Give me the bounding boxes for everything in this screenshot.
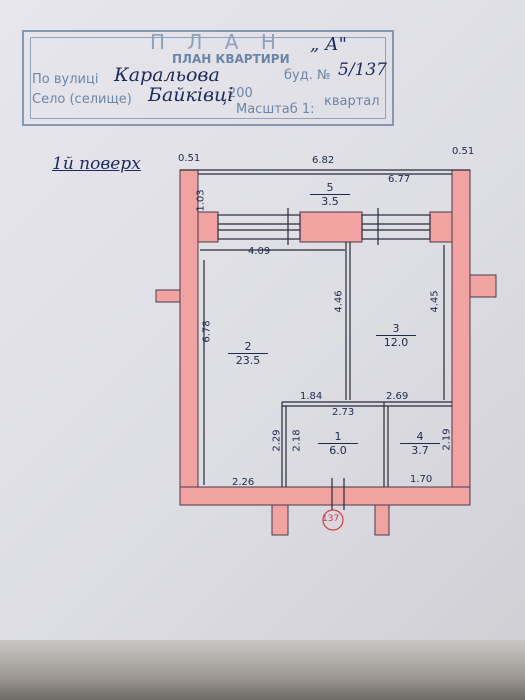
house-number-circle: [322, 509, 344, 531]
wall-mid-center: [299, 211, 363, 243]
wall-mid-right: [429, 211, 453, 243]
dim-top-left-wall: 0.51: [178, 153, 201, 164]
wall-mid-left: [197, 211, 219, 243]
hand-street: Каральова: [114, 64, 220, 86]
hand-category: „ А": [310, 34, 347, 55]
window-right: [361, 214, 431, 240]
dim-room5-depth: 1.03: [195, 189, 207, 212]
hand-house-number: 5/137: [338, 60, 387, 80]
hand-village: Байківці: [148, 84, 234, 106]
dim-room4-top: 2.69: [386, 391, 409, 402]
stamp-subtitle: ПЛАН КВАРТИРИ: [172, 52, 290, 66]
dim-room2-top: 4.09: [248, 246, 271, 257]
room-label-2: 2 23.5: [228, 340, 268, 367]
room-number: 4: [400, 430, 440, 444]
room-area: 6.0: [329, 444, 347, 457]
wall-bottom: [179, 486, 471, 506]
stamp-inner-border: [30, 37, 386, 119]
dim-bottom-left: 2.26: [232, 477, 255, 488]
room-label-3: 3 12.0: [376, 322, 416, 349]
window-left: [217, 214, 301, 240]
pilaster-left: [155, 289, 181, 303]
registry-stamp: [22, 30, 394, 126]
stamp-village-label: Село (селище): [32, 92, 132, 107]
room-label-5: 5 3.5: [310, 181, 350, 208]
entrance-post-left: [271, 504, 289, 536]
room-area: 23.5: [235, 354, 261, 367]
wall-right: [451, 169, 471, 506]
dim-room4-height: 2.19: [441, 428, 453, 451]
dim-room1-height: 2.18: [291, 429, 303, 452]
entrance-post-right: [374, 504, 390, 536]
wall-left: [179, 169, 199, 506]
room-label-1: 1 6.0: [318, 430, 358, 457]
dim-outer-left-small: 2.29: [271, 429, 283, 452]
stamp-street-label: По вулиці: [32, 72, 99, 87]
floor-label: 1й поверх: [52, 154, 141, 174]
dim-partition-height: 4.46: [333, 290, 345, 313]
dim-room1-left-top: 1.84: [300, 391, 323, 402]
room-number: 3: [376, 322, 416, 336]
stamp-house-label: буд. №: [284, 68, 331, 83]
room-area: 12.0: [383, 336, 409, 349]
stamp-scale-label: Масштаб 1:: [236, 102, 315, 117]
stamp-scale-value: 200: [228, 86, 253, 101]
dim-top-right-wall: 0.51: [452, 146, 475, 157]
dim-top-total: 6.82: [312, 155, 335, 166]
dim-room5-width: 6.77: [388, 174, 411, 185]
dim-bottom-right: 1.70: [410, 474, 433, 485]
room-label-4: 4 3.7: [400, 430, 440, 457]
pilaster-right: [469, 274, 497, 298]
room-number: 1: [318, 430, 358, 444]
dim-room3-height: 4.45: [429, 290, 441, 313]
dim-room2-height: 6.78: [201, 320, 213, 343]
paper-fold-shadow: [0, 640, 525, 700]
stamp-title: П Л А Н: [150, 30, 284, 54]
room-area: 3.7: [411, 444, 429, 457]
room-area: 3.5: [321, 195, 339, 208]
house-number-text: 137: [322, 514, 340, 524]
room-number: 2: [228, 340, 268, 354]
room-number: 5: [310, 181, 350, 195]
stamp-kvartal-label: квартал: [324, 94, 380, 109]
dim-room1-width: 2.73: [332, 407, 355, 418]
